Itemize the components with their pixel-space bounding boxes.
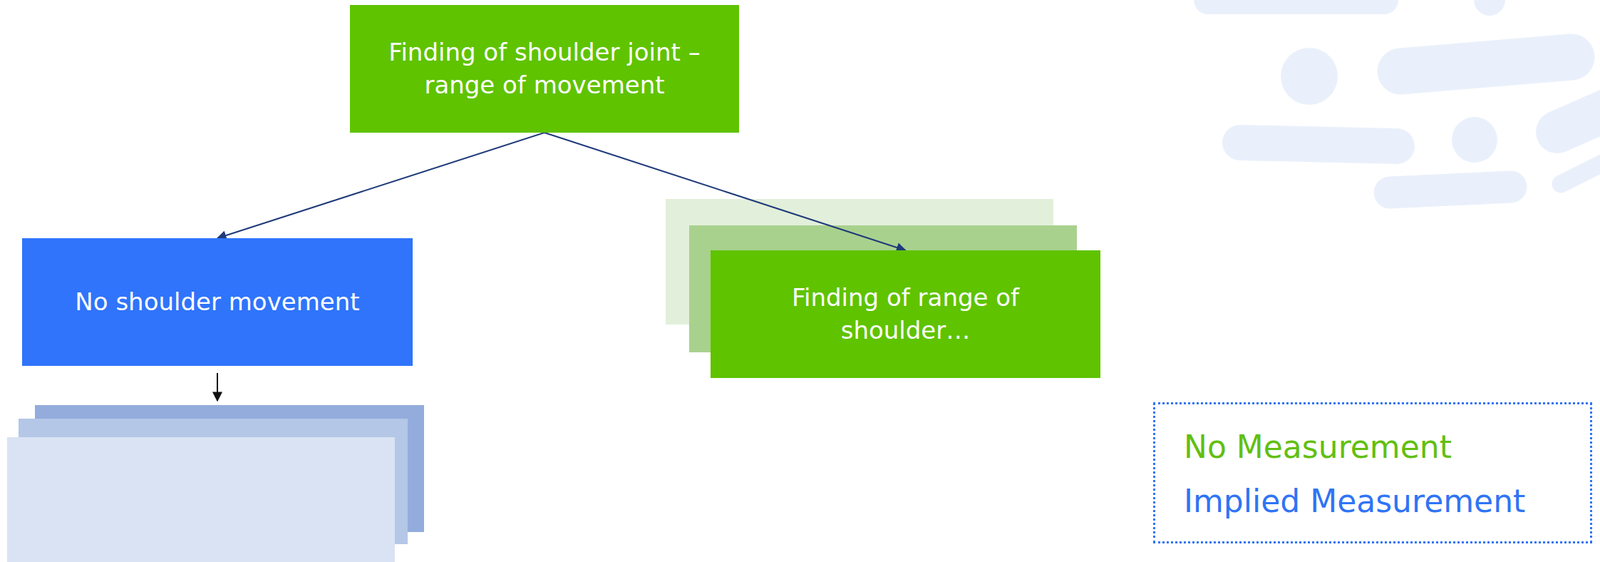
legend-box: No MeasurementImplied Measurement (1153, 401, 1593, 544)
box-label: Finding of shoulder joint – range of mov… (365, 36, 724, 102)
legend-label: Implied Measurement (1183, 482, 1526, 519)
ornament-bar (1557, 106, 1600, 132)
ornament-bar (1400, 57, 1572, 72)
ornament-bar (1560, 162, 1600, 184)
ornament-bar (1389, 186, 1511, 193)
ornament-dot (1473, 0, 1506, 16)
process-box: No shoulder movement (22, 238, 413, 366)
box-label: No shoulder movement (74, 285, 360, 319)
box-label: Finding of range of shoulder… (726, 281, 1085, 348)
legend-swatch: Implied Measurement (1183, 473, 1591, 529)
stack-arrow (216, 372, 219, 401)
ornament-bar (1240, 142, 1397, 147)
ornament-dot (1451, 116, 1498, 163)
legend-swatch: No Measurement (1183, 419, 1591, 474)
process-box: Finding of shoulder joint – range of mov… (349, 4, 740, 133)
ornament-dot (1280, 47, 1338, 105)
stack-card (7, 436, 395, 562)
background-ornament (1240, 57, 1600, 193)
connector-arrow (217, 132, 545, 239)
ornament-bar (1193, 0, 1399, 15)
legend-label: No Measurement (1183, 428, 1452, 465)
connector-arrow (544, 132, 906, 251)
process-box: Finding of range of shoulder… (710, 250, 1101, 378)
